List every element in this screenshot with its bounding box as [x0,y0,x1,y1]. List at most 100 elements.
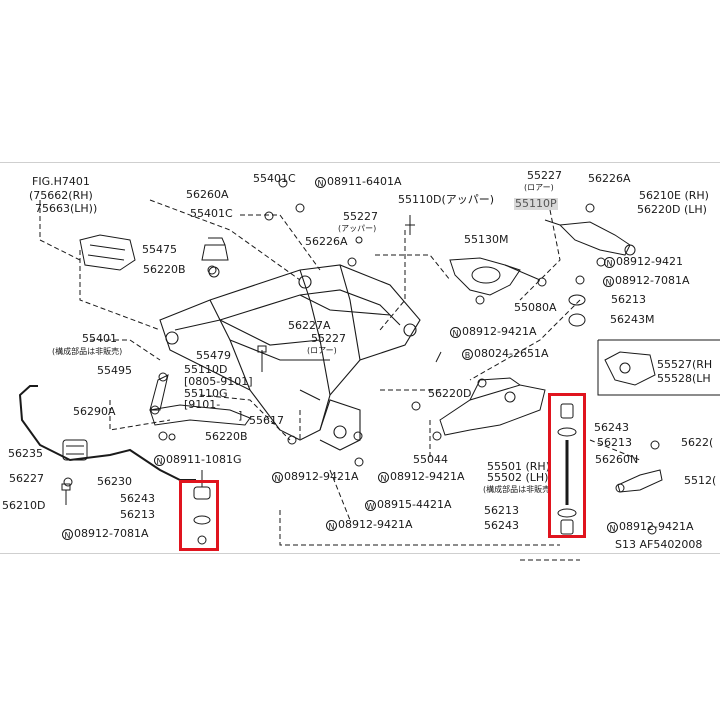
part-label: 55528(LH [657,372,711,385]
part-number: 08912-9421A [284,470,359,483]
part-label: 56213 [120,508,155,521]
bolt-stack-right [557,403,577,535]
stabilizer-bush-56235 [62,439,88,461]
part-label: 5622( [681,436,714,449]
part-label: 55110D [184,363,228,376]
part-label: 55401 [82,332,117,345]
part-label: 56260A [186,188,229,201]
part-label: ] [238,409,243,422]
part-label: 56260N [595,453,639,466]
part-label: 56213 [611,293,646,306]
part-sublabel: (ロアー) [307,346,337,355]
link-5512 [615,469,663,493]
n-symbol: N [450,327,461,338]
part-number: 08911-6401A [327,175,402,188]
diagram-code: S13 AF5402008 [615,538,703,551]
part-number: 08915-4421A [377,498,452,511]
n-symbol: N [154,455,165,466]
n-symbol: N [272,472,283,483]
part-label: 55227 [311,332,346,345]
n-symbol: N [378,472,389,483]
part-label: 55401C [190,207,233,220]
part-label: 56227 [9,472,44,485]
b-symbol: B [462,349,473,360]
part-label: 56220D [428,387,472,400]
lateral-link-55110P [544,219,636,256]
part-label: 55130M [464,233,509,246]
fig-reference-lh: 75663(LH)) [35,202,98,215]
part-number: 08912-9421 [616,255,683,268]
highlight-box-right [548,393,586,538]
part-label: 56290A [73,405,116,418]
n-symbol: N [604,257,615,268]
part-label: 56213 [597,436,632,449]
part-label: 56243 [120,492,155,505]
part-label: 56220D (LH) [637,203,707,216]
part-label: 55110G [184,387,228,400]
part-label: 55044 [413,453,448,466]
part-label: 56235 [8,447,43,460]
part-label: 56213 [484,504,519,517]
part-label: 56226A [588,172,631,185]
w-symbol: W [365,500,376,511]
part-number: 08912-9421A [338,518,413,531]
n-symbol: N [603,276,614,287]
crossmember-frame [159,264,421,451]
highlight-box-left [179,480,219,551]
bracket-55475 [79,234,136,271]
part-label: 56226A [305,235,348,248]
part-label: 55527(RH [657,358,713,371]
part-label: 56210E (RH) [639,189,709,202]
part-label: 56210D [2,499,46,512]
part-label: 55110D(アッパー) [398,193,495,206]
part-number: 08912-7081A [74,527,149,540]
part-label: 55501 (RH) [487,460,550,473]
n-symbol: N [326,520,337,531]
part-label: 56243M [610,313,655,326]
n-symbol: N [607,522,618,533]
part-label: 55495 [97,364,132,377]
leader-lines [39,199,641,561]
fasteners [61,178,660,535]
part-number: 08912-9421A [462,325,537,338]
part-label: 55080A [514,301,557,314]
n-symbol: N [315,177,326,188]
part-number: 08912-9421A [619,520,694,533]
part-label: 55227 [527,169,562,182]
part-label: 55401C [253,172,296,185]
part-sublabel: (構成部品は非販売) [52,347,123,356]
part-sublabel: (ロアー) [524,183,554,192]
n-symbol: N [62,529,73,540]
link-55617 [149,404,251,426]
frame-bottom-line [0,553,720,554]
part-number: 08912-7081A [615,274,690,287]
part-label: 55502 (LH) [487,471,549,484]
part-label: 55475 [142,243,177,256]
bush-stack-left [193,470,211,545]
part-label-highlighted: 55110P [514,197,558,210]
part-label: 56220B [205,430,248,443]
part-label: 56243 [484,519,519,532]
part-label: 56243 [594,421,629,434]
mount-rubber [201,237,229,278]
bush-set-upper-right [568,294,586,327]
part-label: 56227A [288,319,331,332]
lower-arm-55501 [439,377,546,436]
part-sublabel: (アッパー) [338,224,377,233]
fig-reference-rh: (75662(RH) [29,189,93,202]
part-number: 08911-1081G [166,453,242,466]
knuckle-55527 [597,339,720,396]
part-label: [9101- [184,398,221,411]
